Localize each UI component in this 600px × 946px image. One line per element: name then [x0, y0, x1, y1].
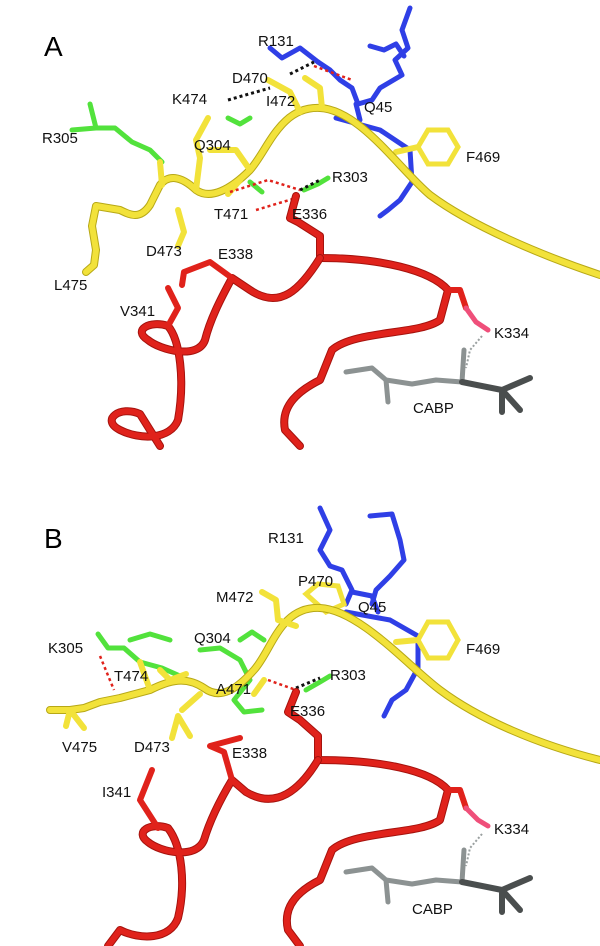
label-t474: T474: [114, 668, 148, 685]
label-k305: K305: [48, 640, 83, 657]
label-k334: K334: [494, 821, 529, 838]
label-e338: E338: [232, 745, 267, 762]
label-i472: I472: [266, 93, 295, 110]
label-v475: V475: [62, 739, 97, 756]
label-d473: D473: [134, 739, 170, 756]
labels-a: R131 D470 K474 I472 Q45 R305 Q304 F469 R…: [42, 33, 529, 417]
panel-a: A: [42, 5, 600, 450]
red-chain-a: [107, 192, 469, 450]
label-m472: M472: [216, 589, 254, 606]
label-k334: K334: [494, 325, 529, 342]
label-d470: D470: [232, 70, 268, 87]
label-p470: P470: [298, 573, 333, 590]
label-r131: R131: [268, 530, 304, 547]
labels-b: R131 M472 P470 Q45 K305 Q304 F469 T474 R…: [48, 530, 529, 918]
label-cabp: CABP: [413, 400, 454, 417]
label-a471: A471: [216, 681, 251, 698]
label-r303: R303: [332, 169, 368, 186]
label-r303: R303: [330, 667, 366, 684]
red-chain-b: [104, 688, 469, 946]
label-d473: D473: [146, 243, 182, 260]
cabp-b: [343, 805, 533, 915]
hbonds-a: [227, 60, 353, 212]
label-r305: R305: [42, 130, 78, 147]
label-cabp: CABP: [412, 901, 453, 918]
label-q45: Q45: [364, 99, 392, 116]
label-r131: R131: [258, 33, 294, 50]
label-f469: F469: [466, 149, 500, 166]
green-residues-b: [95, 629, 333, 715]
label-e338: E338: [218, 246, 253, 263]
green-residues-a: [69, 101, 331, 195]
cabp-a: [343, 305, 533, 415]
yellow-loop-a: [82, 75, 600, 279]
label-t471: T471: [214, 206, 248, 223]
label-i341: I341: [102, 784, 131, 801]
label-k474: K474: [172, 91, 207, 108]
label-q304: Q304: [194, 137, 231, 154]
label-f469: F469: [466, 641, 500, 658]
panel-a-letter: A: [44, 31, 63, 62]
hbonds-b: [98, 655, 321, 692]
yellow-loop-b: [46, 589, 600, 764]
label-q304: Q304: [194, 630, 231, 647]
f469-ring-b: [393, 619, 461, 661]
panel-b: B: [44, 505, 600, 946]
f469-ring-a: [393, 127, 461, 167]
label-q45: Q45: [358, 599, 386, 616]
label-e336: E336: [292, 206, 327, 223]
panel-b-letter: B: [44, 523, 63, 554]
label-l475: L475: [54, 277, 87, 294]
label-v341: V341: [120, 303, 155, 320]
label-e336: E336: [290, 703, 325, 720]
